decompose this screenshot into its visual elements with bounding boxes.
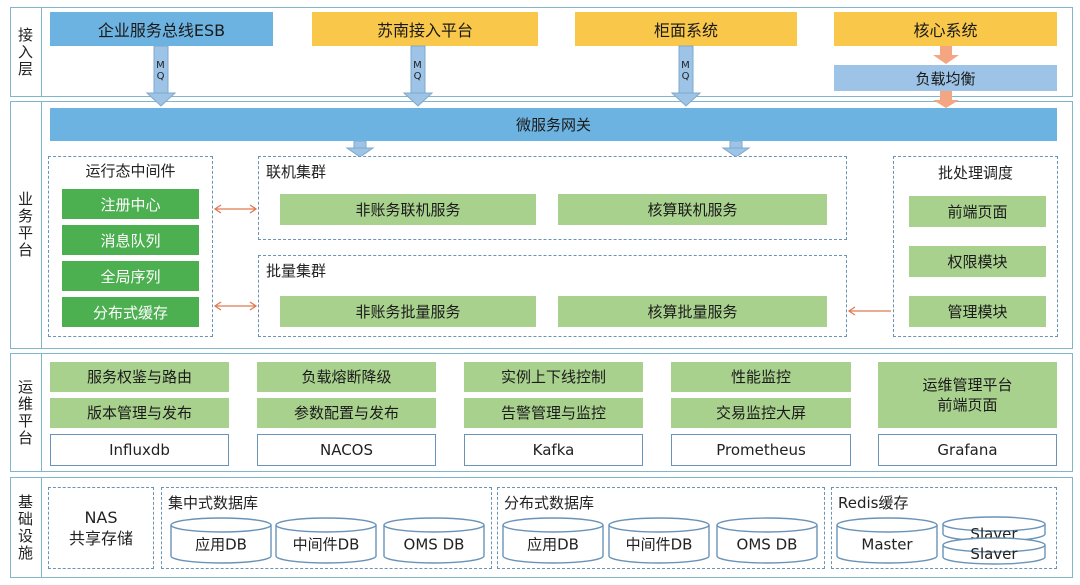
ops-alert-monitor: 告警管理与监控 [464, 398, 643, 428]
ops-tool-grafana: Grafana [878, 434, 1057, 466]
ops-platform-line2: 前端页面 [937, 396, 998, 414]
esb-box: 企业服务总线ESB [50, 12, 273, 46]
runtime-middleware-title: 运行态中间件 [85, 162, 176, 180]
mq-label-2: MQ [412, 60, 423, 82]
nas-group: NAS 共享存储 [48, 487, 154, 569]
accounting-online-service: 核算联机服务 [558, 194, 827, 225]
non-account-batch-service: 非账务批量服务 [280, 296, 536, 327]
ops-tool-kafka: Kafka [464, 434, 643, 466]
ops-circuit-breaker: 负载熔断降级 [257, 362, 436, 392]
lb-to-gateway-arrow [933, 91, 959, 108]
registry-center: 注册中心 [62, 189, 199, 219]
mq-arrow-2 [402, 45, 434, 107]
ops-platform-line1: 运维管理平台 [922, 376, 1013, 394]
core-to-lb-arrow [933, 46, 959, 64]
ops-tool-nacos: NACOS [257, 434, 436, 466]
distributed-cache: 分布式缓存 [62, 297, 199, 327]
ops-layer-label: 运维平台 [10, 353, 42, 472]
ops-auth-routing: 服务权鉴与路由 [50, 362, 229, 392]
accounting-batch-service: 核算批量服务 [558, 296, 827, 327]
non-account-online-service: 非账务联机服务 [280, 194, 536, 225]
ops-version-release: 版本管理与发布 [50, 398, 229, 428]
core-system-box: 核心系统 [834, 12, 1057, 46]
access-layer-label: 接入层 [10, 7, 42, 97]
mq-label-1: MQ [155, 60, 166, 82]
nas-line2: 共享存储 [68, 529, 133, 548]
mq-arrow-3 [670, 45, 702, 107]
gateway-arrow-right [721, 140, 751, 158]
ops-performance-monitor: 性能监控 [671, 362, 851, 392]
online-cluster-title: 联机集群 [266, 163, 327, 181]
business-layer-label: 业务平台 [10, 101, 42, 349]
microservice-gateway: 微服务网关 [50, 108, 1057, 141]
distributed-db-title: 分布式数据库 [504, 494, 595, 512]
ops-management-platform: 运维管理平台 前端页面 [878, 362, 1057, 428]
ops-param-config: 参数配置与发布 [257, 398, 436, 428]
batch-cluster-title: 批量集群 [266, 262, 327, 280]
message-queue: 消息队列 [62, 225, 199, 255]
global-sequence: 全局序列 [62, 261, 199, 291]
batch-scheduler-title: 批处理调度 [937, 164, 1013, 182]
counter-system-box: 柜面系统 [575, 12, 797, 46]
ops-transaction-dashboard: 交易监控大屏 [671, 398, 851, 428]
gateway-arrow-left [345, 140, 375, 158]
mq-label-3: MQ [680, 60, 691, 82]
sunan-platform-box: 苏南接入平台 [312, 12, 538, 46]
ops-tool-prometheus: Prometheus [671, 434, 851, 466]
scheduler-permission: 权限模块 [909, 246, 1046, 277]
mq-arrow-1 [145, 45, 177, 107]
load-balancer-box: 负载均衡 [834, 65, 1057, 91]
ops-tool-influxdb: Influxdb [50, 434, 229, 466]
infra-layer-label: 基础设施 [10, 477, 42, 578]
redis-title: Redis缓存 [838, 494, 909, 512]
scheduler-frontend: 前端页面 [909, 196, 1046, 227]
scheduler-management: 管理模块 [909, 296, 1046, 327]
central-db-title: 集中式数据库 [168, 494, 259, 512]
nas-line1: NAS [84, 508, 118, 527]
access-arrows [145, 45, 959, 158]
ops-instance-control: 实例上下线控制 [464, 362, 643, 392]
